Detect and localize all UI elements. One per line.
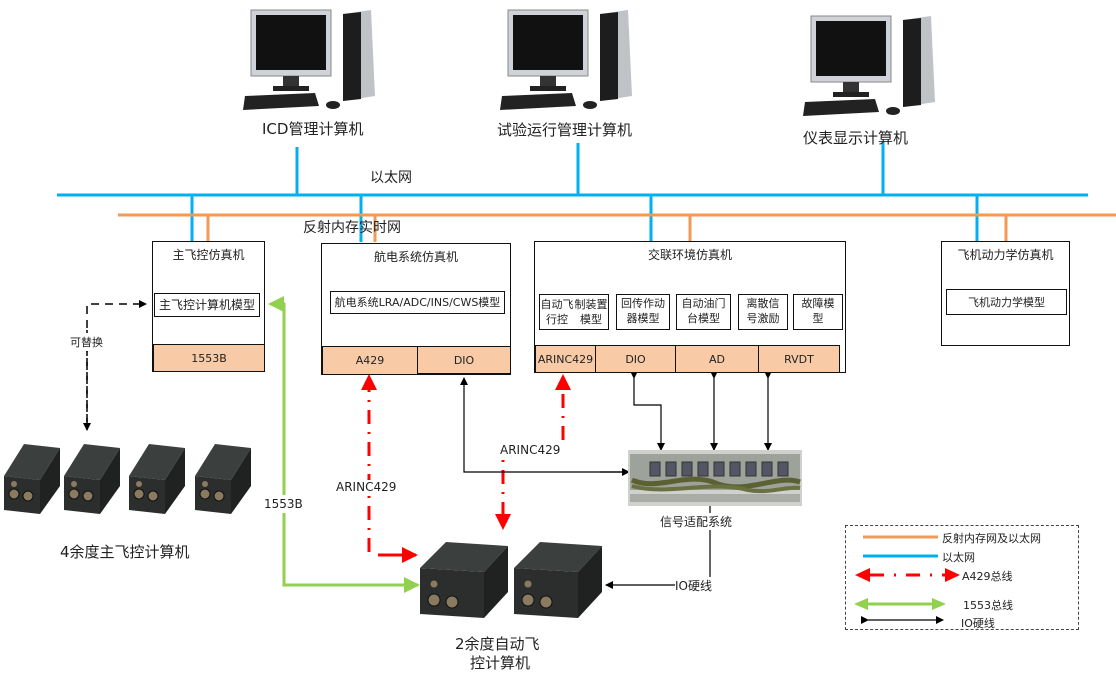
model-line: 自动飞行控 [540,298,574,326]
port-dio: DIO [417,346,511,374]
legend-a429-arrow-right [945,568,960,582]
flight-computer-unit-icon [4,444,60,514]
reflective-memory-label: 反射内存实时网 [303,220,401,236]
model-fault: 故障模型 [793,294,843,330]
main-fc-hardware-label: 4余度主飞控计算机 [60,543,190,561]
bus-1553b-label: 1553B [264,495,303,513]
io-hardwire-label: IO硬线 [675,577,712,594]
port-arinc429: ARINC429 [535,345,596,373]
flight-computer-unit-icon [514,542,602,618]
port-rvdt: RVDT [758,345,840,373]
signal-adapter-rack-icon [628,450,802,506]
legend-item-io: IO硬线 [961,617,995,630]
main-fc-simulator-title: 主飞控仿真机 [172,248,245,262]
port-ad: AD [675,345,759,373]
model-line: 制装置模型 [574,298,608,326]
legend-item-ethernet: 以太网 [942,551,975,564]
cross-env-simulator: 交联环境仿真机 自动飞行控制装置模型 回传作动器模型 自动油门台模型 离散信号激… [534,241,846,373]
model-autothrottle: 自动油门台模型 [676,294,731,330]
arinc429-mid-label: ARINC429 [500,443,561,457]
flight-dyn-model: 飞机动力学模型 [946,289,1067,315]
computer-label: 仪表显示计算机 [803,129,909,147]
legend: 反射内存网及以太网 以太网 A429总线 1553总线 IO硬线 [845,525,1079,630]
model-line: 离散信 [746,297,780,310]
avionics-simulator: 航电系统仿真机 航电系统LRA/ADC/INS/CWS模型 A429 DIO [321,243,511,375]
autopilot-hardware-label-line2: 控计算机 [470,654,531,672]
port-a429: A429 [322,346,418,375]
flight-computer-unit-icon [195,444,251,514]
model-autopilot-control: 自动飞行控制装置模型 [539,294,609,330]
desktop-computer-icon [803,15,935,116]
legend-a429-arrow-left [855,568,870,582]
flight-computer-unit-icon [420,542,508,618]
legend-1553-arrow-right [932,598,946,610]
signal-adapter-label: 信号适配系统 [660,513,733,530]
replaceable-link [86,300,147,426]
legend-item-reflective-ethernet: 反射内存网及以太网 [942,532,1041,545]
model-line: 型 [812,312,824,325]
replaceable-label: 可替换 [70,333,103,351]
computer-label: ICD管理计算机 [262,120,364,138]
io-dio-avionics-link [460,377,626,473]
model-discrete-signal: 离散信号激励 [738,294,788,330]
flight-computer-unit-icon [64,444,120,514]
main-fc-simulator: 主飞控仿真机 主飞控计算机模型 1553B [152,241,265,372]
autopilot-hardware-label-line1: 2余度自动飞 [455,635,540,653]
main-fc-model: 主飞控计算机模型 [154,293,260,317]
port-dio: DIO [595,345,676,373]
model-line: 回传作动 [621,297,665,310]
avionics-simulator-title: 航电系统仿真机 [373,250,458,264]
model-return-actuator: 回传作动器模型 [616,294,670,330]
ethernet-label: 以太网 [370,170,412,186]
model-line: 自动油门 [681,297,726,310]
legend-1553-arrow-left [854,598,868,610]
model-line: 号激励 [746,312,780,325]
desktop-computer-icon [500,9,632,110]
desktop-computer-icon [243,9,375,110]
flight-dyn-simulator: 飞机动力学仿真机 飞机动力学模型 [941,241,1070,346]
io-dio-cross-link [630,371,665,451]
computer-label: 试验运行管理计算机 [497,121,633,139]
legend-item-a429: A429总线 [962,570,1013,583]
model-line: 台模型 [687,312,720,325]
legend-item-1553: 1553总线 [963,599,1013,612]
avionics-model: 航电系统LRA/ADC/INS/CWS模型 [330,291,505,314]
model-line: 器模型 [626,312,660,325]
cross-env-simulator-title: 交联环境仿真机 [647,248,732,262]
arinc429-left-label: ARINC429 [336,480,397,494]
flight-computer-unit-icon [129,444,185,514]
flight-dyn-simulator-title: 飞机动力学仿真机 [957,248,1054,262]
port-1553b: 1553B [153,344,265,372]
model-line: 故障模 [801,297,835,310]
